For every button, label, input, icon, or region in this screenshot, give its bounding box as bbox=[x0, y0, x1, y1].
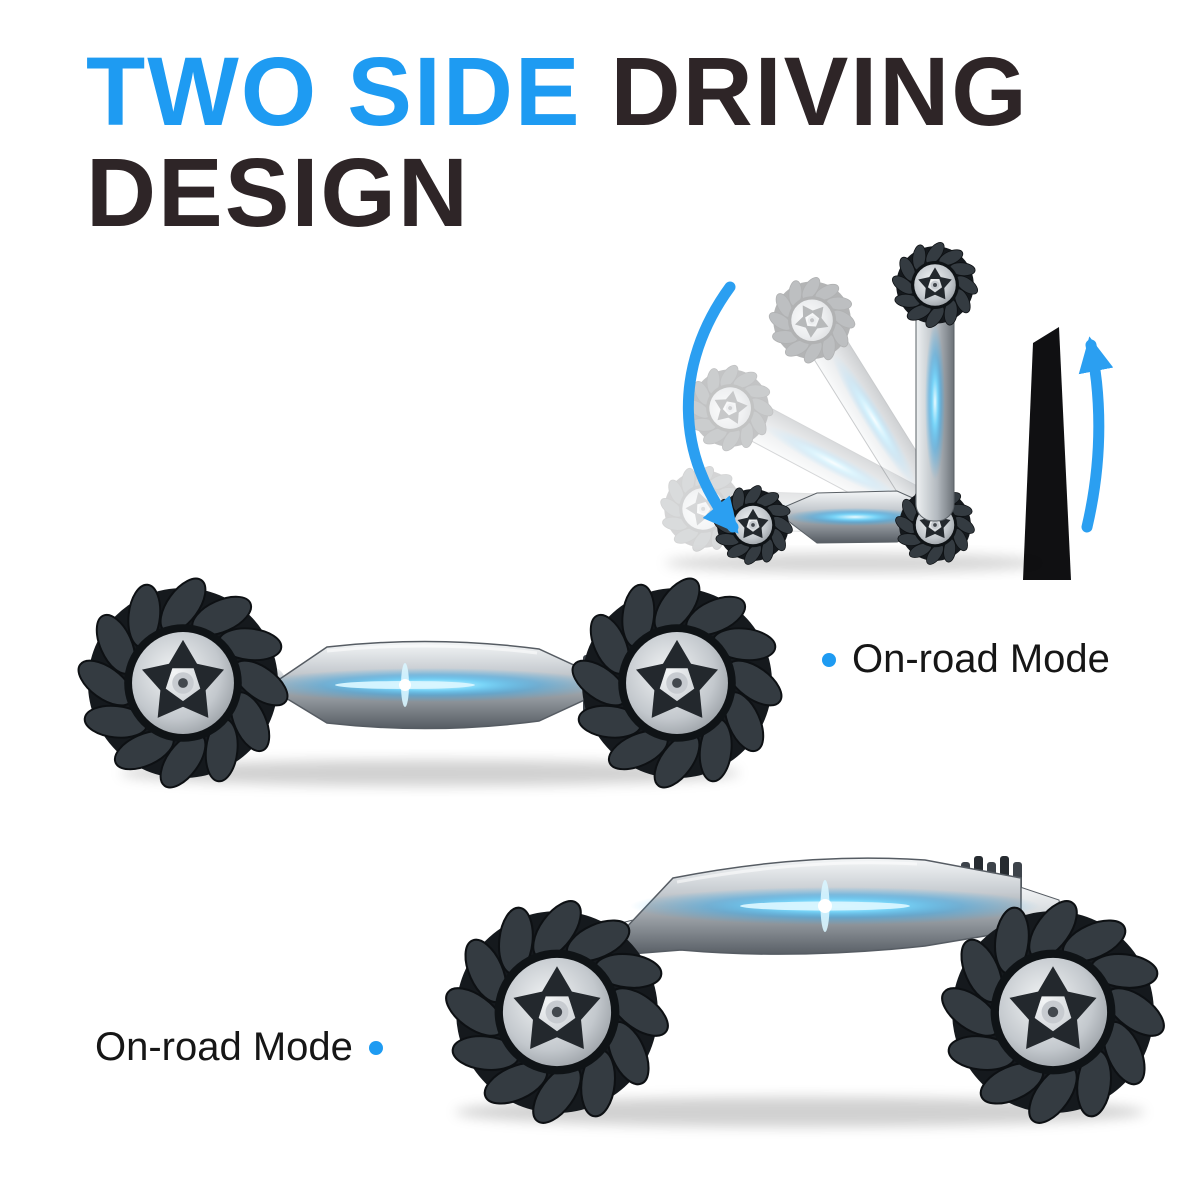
flip-diagram-image bbox=[635, 195, 1114, 580]
curved-arrow-down-icon bbox=[682, 281, 739, 534]
wall-shape bbox=[1023, 327, 1071, 580]
mode-label-text: On-road Mode bbox=[95, 1025, 353, 1069]
flat-mode-car-image bbox=[75, 570, 785, 796]
bullet-dot bbox=[822, 652, 836, 667]
raised-mode-car-image bbox=[437, 856, 1173, 1132]
mode-label-onroad-bottom: On-road Mode bbox=[95, 1025, 383, 1070]
mode-label-onroad-top: On-road Mode bbox=[822, 637, 1110, 682]
title-rest: DRIVING bbox=[581, 37, 1029, 146]
bullet-dot bbox=[368, 1040, 383, 1055]
title-highlight: TWO SIDE bbox=[86, 37, 582, 146]
curved-arrow-up-icon bbox=[1078, 336, 1114, 533]
page-title: TWO SIDE DRIVING DESIGN bbox=[86, 41, 1166, 247]
base-car bbox=[710, 482, 978, 568]
mode-label-text: On-road Mode bbox=[852, 637, 1110, 681]
title-line2: DESIGN bbox=[86, 137, 470, 247]
